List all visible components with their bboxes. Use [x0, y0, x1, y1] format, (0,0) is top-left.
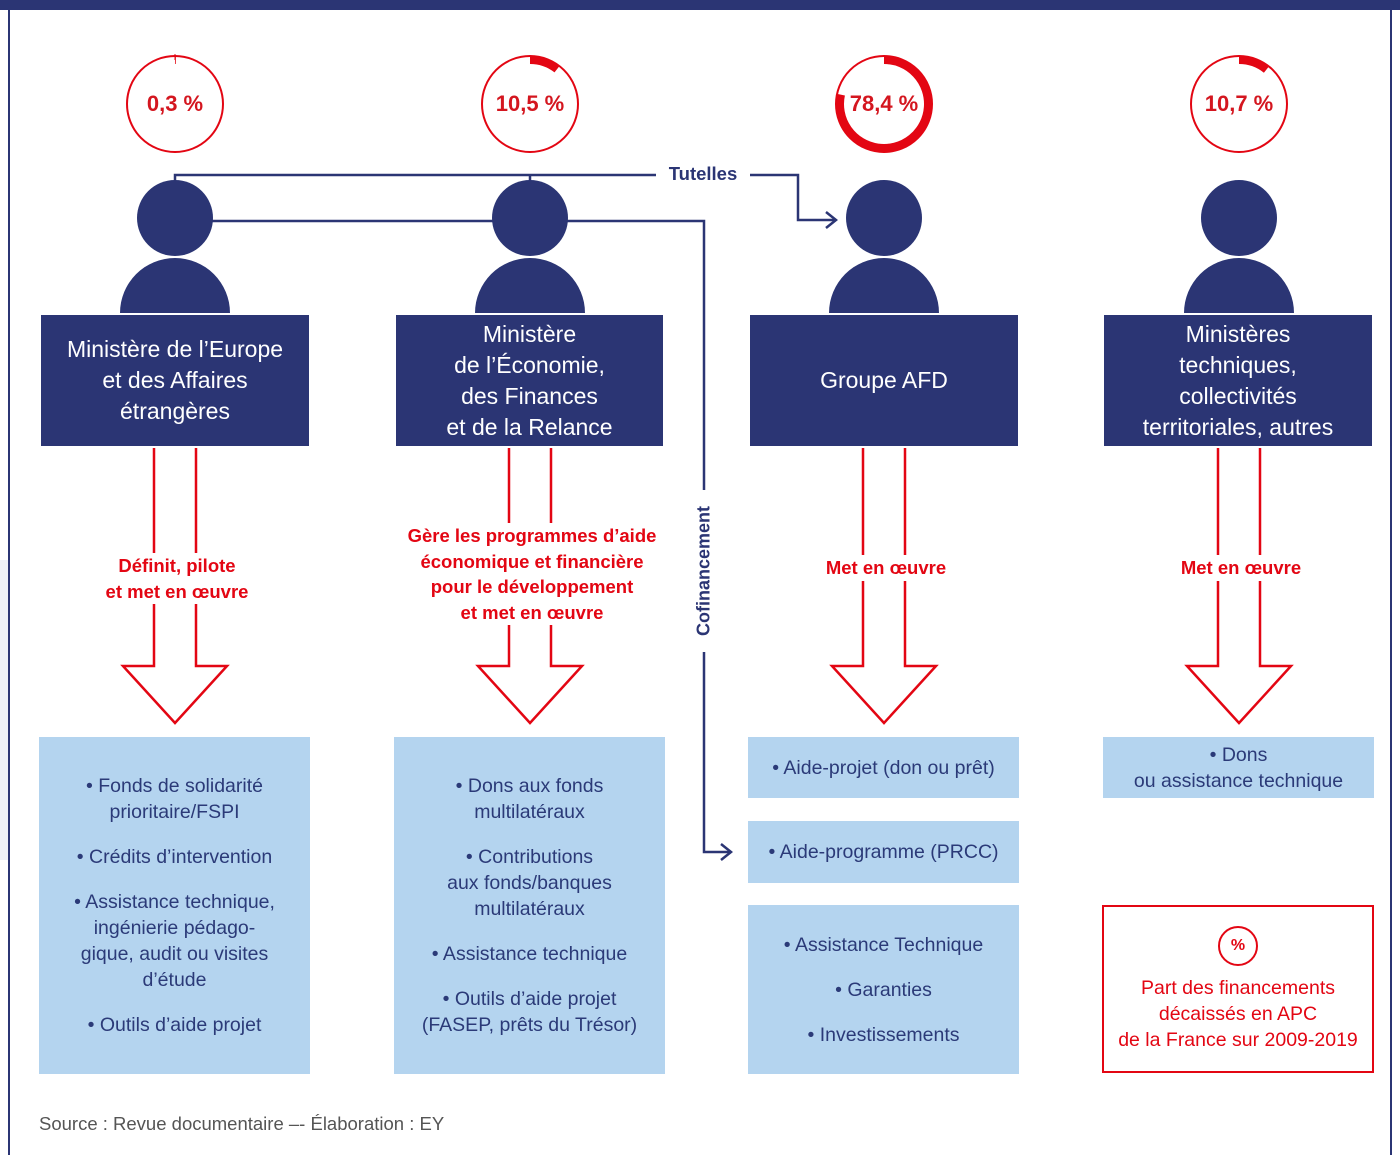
left-tab [0, 560, 8, 860]
instruments-card: • Aide-programme (PRCC) [748, 821, 1019, 883]
left-border [8, 10, 10, 1155]
ring-fill [836, 56, 932, 152]
legend-text: Part des financements décaissés en APC d… [1118, 977, 1358, 1051]
tutelles-label: Tutelles [656, 161, 750, 187]
percent-value: 10,5 % [495, 91, 565, 116]
entity-others: Ministères techniques, collectivités ter… [1104, 315, 1372, 446]
down-arrow [1179, 448, 1299, 728]
action-label: Définit, pilote et met en œuvre [75, 553, 279, 604]
instruments-card: • Aide-projet (don ou prêt) [748, 737, 1019, 798]
cofinancement-line [210, 219, 730, 854]
card-item: • Aide-projet (don ou prêt) [772, 756, 995, 779]
cofinancement-label: Cofinancement [691, 490, 717, 652]
percent-value: 0,3 % [146, 91, 204, 116]
card-item: • Dons aux fonds multilatéraux [455, 775, 604, 823]
card-item: • Outils d’aide projet [87, 1014, 262, 1036]
card-item: • Assistance technique [431, 943, 628, 965]
instruments-card: • Fonds de solidarité prioritaire/FSPI •… [39, 737, 310, 1074]
instruments-card: • Dons ou assistance technique [1103, 737, 1374, 798]
card-item: • Crédits d’intervention [76, 846, 273, 868]
card-item: • Assistance Technique [783, 933, 984, 956]
cofinancement-arrowhead [720, 843, 734, 861]
ring-fill [1238, 56, 1269, 73]
person-icon [824, 178, 944, 313]
right-border [1390, 10, 1392, 1155]
instruments-card: • Assistance Technique • Garanties • Inv… [748, 905, 1019, 1074]
entity-minefi: Ministère de l’Économie, des Finances et… [396, 315, 663, 446]
top-bar [0, 0, 1400, 10]
action-label: Gère les programmes d’aide économique et… [385, 523, 679, 625]
instruments-card: • Dons aux fonds multilatéraux • Contrib… [394, 737, 665, 1074]
person-icon [470, 178, 590, 313]
ring-chart [835, 55, 933, 153]
percent-value: 10,7 % [1204, 91, 1274, 116]
entity-afd: Groupe AFD [750, 315, 1018, 446]
legend-box: % Part des financements décaissés en APC… [1102, 905, 1374, 1073]
percent-value: 78,4 % [849, 91, 919, 116]
percent-ring-afd: 78,4 % [834, 54, 934, 154]
person-icon [1179, 178, 1299, 313]
ring-chart [1190, 55, 1288, 153]
source-note: Source : Revue documentaire –- Élaborati… [39, 1113, 445, 1134]
card-item: • Fonds de solidarité prioritaire/FSPI [85, 775, 263, 823]
ring-chart [126, 48, 224, 153]
percent-ring-meae: 0,3 % [125, 48, 225, 154]
percent-ring-minefi: 10,5 % [480, 54, 580, 154]
card-item: • Aide-programme (PRCC) [768, 841, 999, 863]
action-label: Met en œuvre [1155, 555, 1327, 581]
card-item: • Contributions aux fonds/banques multil… [447, 846, 612, 920]
down-arrow [470, 448, 590, 728]
ring-fill [529, 56, 560, 73]
tutelles-arrowhead [825, 211, 839, 229]
card-item: • Outils d’aide projet (FASEP, prêts du … [421, 988, 638, 1036]
entity-meae: Ministère de l’Europe et des Affaires ét… [41, 315, 309, 446]
ring-chart [481, 55, 579, 153]
card-item: • Investissements [807, 1023, 960, 1046]
cofinancement-text: Cofinancement [693, 505, 714, 637]
person-icon [115, 178, 235, 313]
card-item: • Assistance technique, ingénierie pédag… [74, 891, 275, 991]
percent-ring-others: 10,7 % [1189, 54, 1289, 154]
action-label: Met en œuvre [800, 555, 972, 581]
down-arrow [115, 448, 235, 728]
down-arrow [824, 448, 944, 728]
card-item: • Garanties [835, 978, 932, 1001]
card-item: • Dons ou assistance technique [1133, 743, 1344, 792]
percent-icon: % [1218, 926, 1258, 966]
